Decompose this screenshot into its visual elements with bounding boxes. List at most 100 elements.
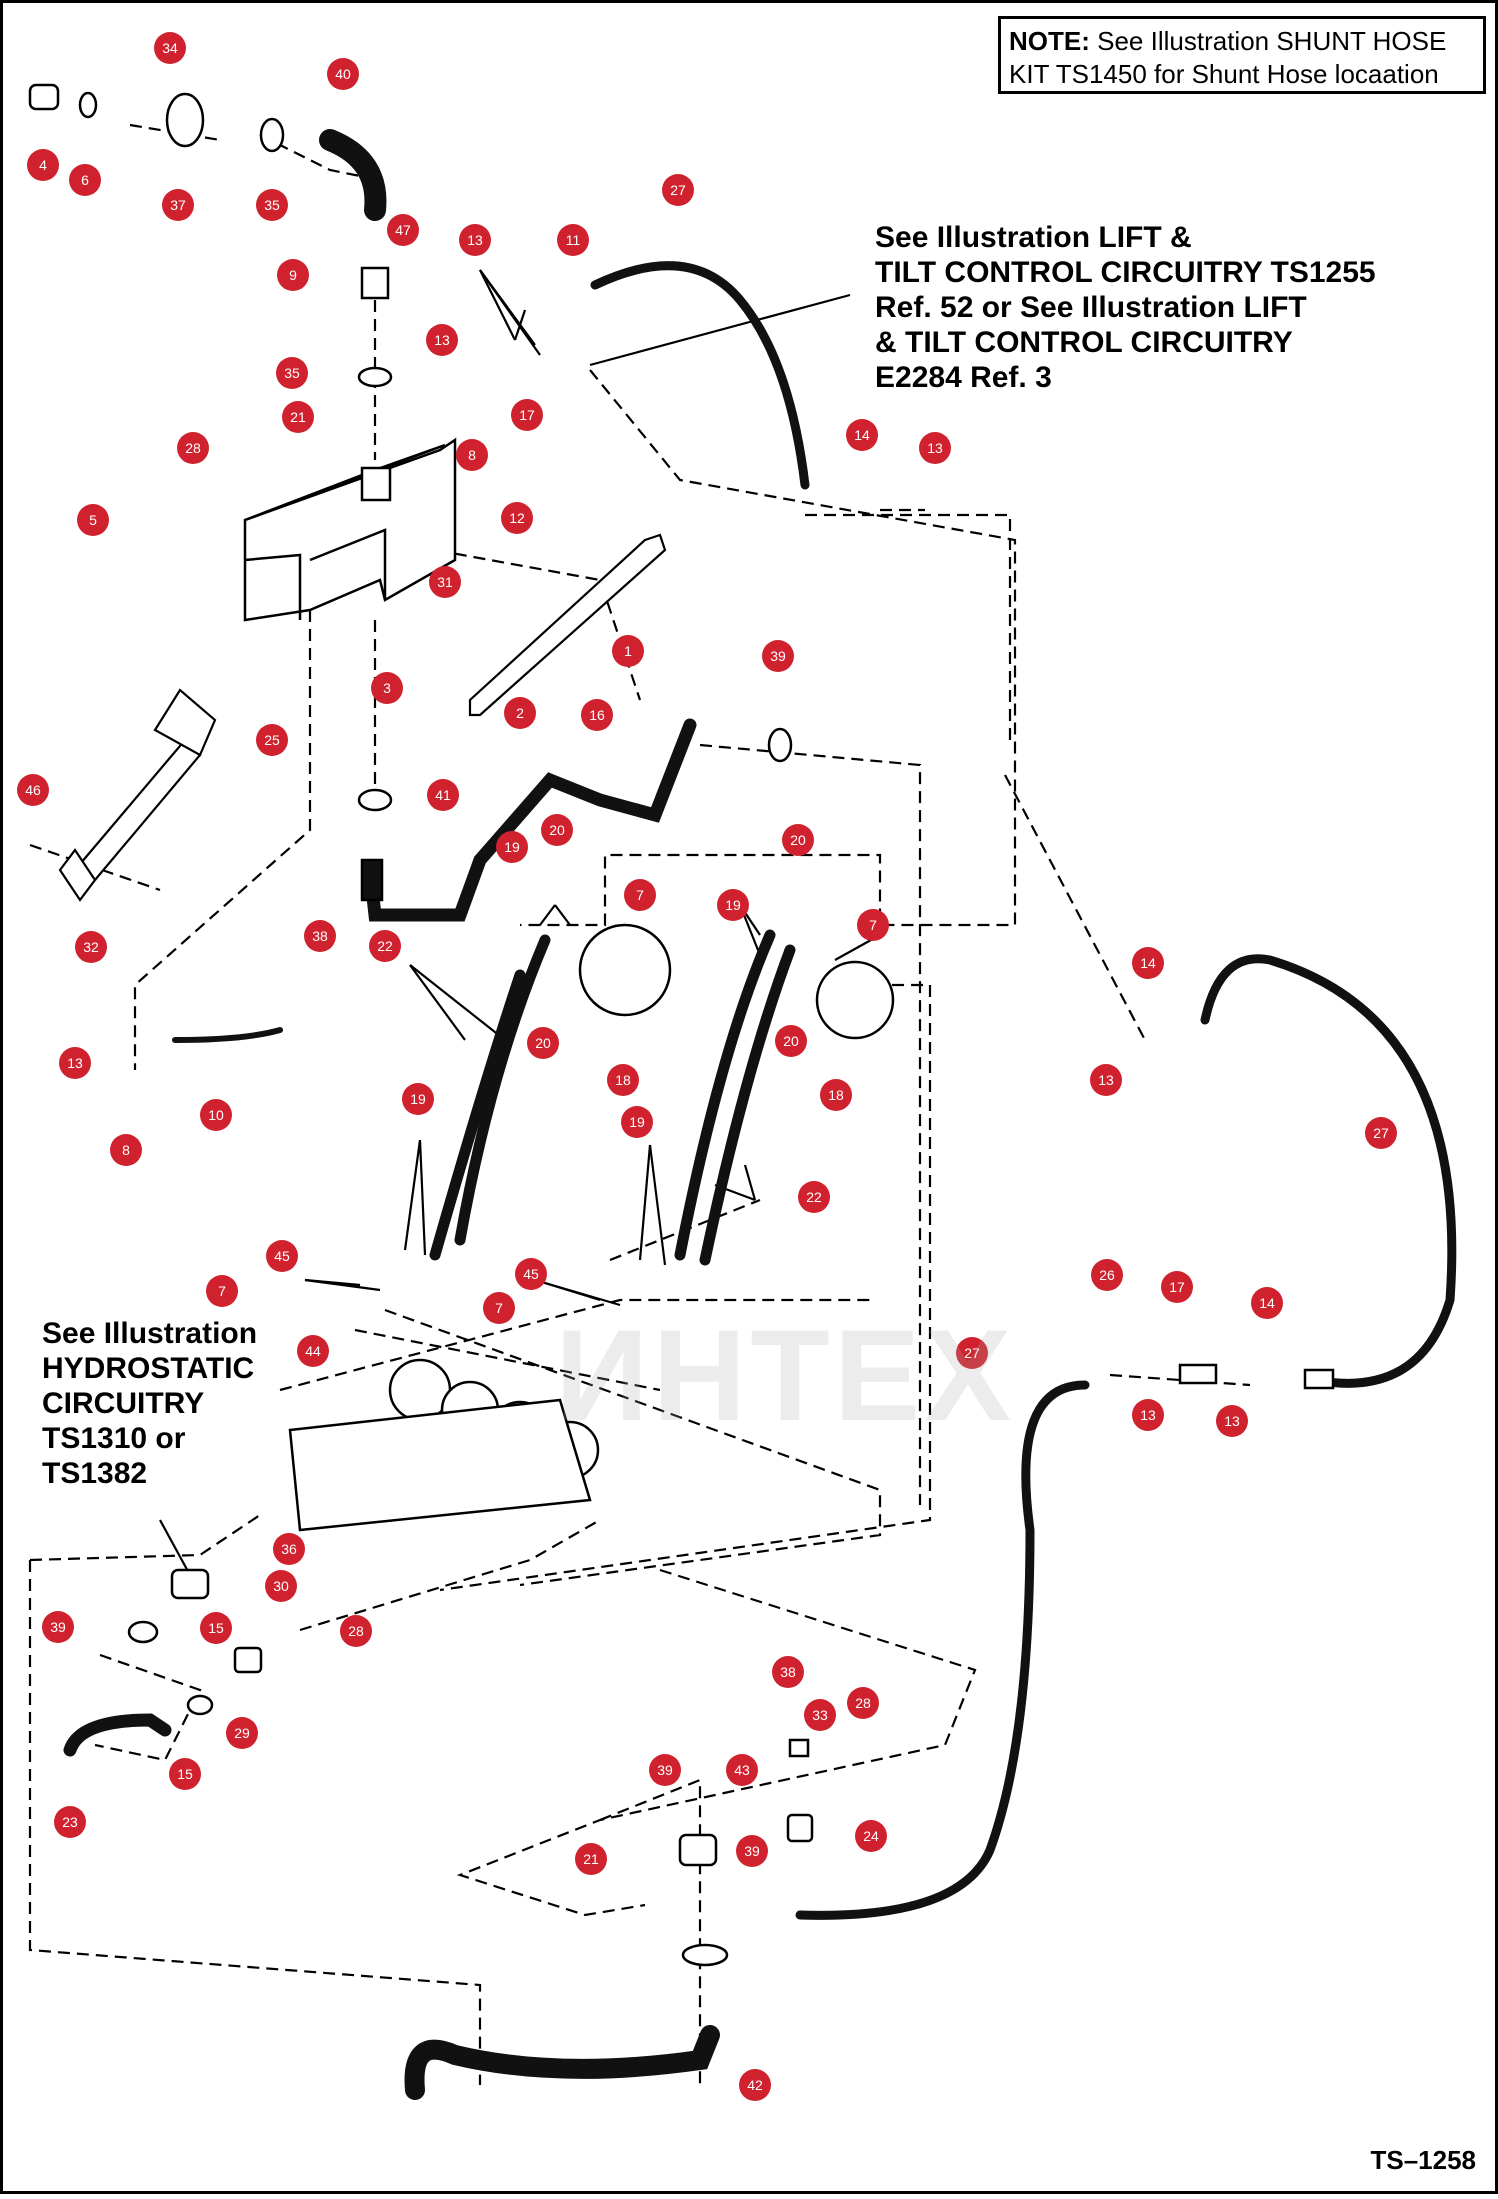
part-badge-16[interactable]: 16 bbox=[581, 699, 613, 731]
part-badge-19[interactable]: 19 bbox=[621, 1106, 653, 1138]
part-badge-21[interactable]: 21 bbox=[282, 401, 314, 433]
part-badge-35[interactable]: 35 bbox=[276, 357, 308, 389]
part-badge-17[interactable]: 17 bbox=[1161, 1271, 1193, 1303]
part-badge-11[interactable]: 11 bbox=[557, 224, 589, 256]
part-badge-14[interactable]: 14 bbox=[1132, 947, 1164, 979]
part-badge-13[interactable]: 13 bbox=[59, 1047, 91, 1079]
part-badge-31[interactable]: 31 bbox=[429, 566, 461, 598]
part-badge-number: 29 bbox=[234, 1725, 250, 1741]
part-badge-circle bbox=[369, 930, 401, 962]
part-badge-32[interactable]: 32 bbox=[75, 931, 107, 963]
hoses bbox=[63, 129, 1457, 2100]
part-badge-43[interactable]: 43 bbox=[726, 1754, 758, 1786]
part-badge-34[interactable]: 34 bbox=[154, 32, 186, 64]
part-badge-24[interactable]: 24 bbox=[855, 1820, 887, 1852]
part-badge-number: 19 bbox=[410, 1091, 426, 1107]
part-badge-circle bbox=[162, 189, 194, 221]
part-badge-number: 20 bbox=[783, 1033, 799, 1049]
part-badge-13[interactable]: 13 bbox=[426, 324, 458, 356]
part-badge-28[interactable]: 28 bbox=[847, 1687, 879, 1719]
part-badge-13[interactable]: 13 bbox=[1132, 1399, 1164, 1431]
part-badge-number: 9 bbox=[289, 267, 297, 283]
part-badge-35[interactable]: 35 bbox=[256, 189, 288, 221]
part-badge-19[interactable]: 19 bbox=[496, 831, 528, 863]
part-badge-1[interactable]: 1 bbox=[612, 635, 644, 667]
part-badge-33[interactable]: 33 bbox=[804, 1699, 836, 1731]
part-badge-28[interactable]: 28 bbox=[177, 432, 209, 464]
part-badge-number: 17 bbox=[519, 407, 535, 423]
part-badge-26[interactable]: 26 bbox=[1091, 1259, 1123, 1291]
part-badge-13[interactable]: 13 bbox=[459, 224, 491, 256]
part-badge-45[interactable]: 45 bbox=[266, 1240, 298, 1272]
part-badge-47[interactable]: 47 bbox=[387, 214, 419, 246]
part-badge-7[interactable]: 7 bbox=[857, 909, 889, 941]
part-badge-circle bbox=[77, 504, 109, 536]
part-badge-15[interactable]: 15 bbox=[169, 1758, 201, 1790]
part-badge-39[interactable]: 39 bbox=[649, 1754, 681, 1786]
part-badge-39[interactable]: 39 bbox=[762, 640, 794, 672]
part-badge-10[interactable]: 10 bbox=[200, 1099, 232, 1131]
part-badge-25[interactable]: 25 bbox=[256, 724, 288, 756]
part-badge-45[interactable]: 45 bbox=[515, 1258, 547, 1290]
part-badge-14[interactable]: 14 bbox=[1251, 1287, 1283, 1319]
part-badge-8[interactable]: 8 bbox=[110, 1134, 142, 1166]
part-badge-circle bbox=[782, 824, 814, 856]
part-badge-36[interactable]: 36 bbox=[273, 1533, 305, 1565]
part-badge-9[interactable]: 9 bbox=[277, 259, 309, 291]
part-badge-circle bbox=[266, 1240, 298, 1272]
part-badge-41[interactable]: 41 bbox=[427, 779, 459, 811]
part-badge-8[interactable]: 8 bbox=[456, 439, 488, 471]
part-badge-6[interactable]: 6 bbox=[69, 164, 101, 196]
part-badge-44[interactable]: 44 bbox=[297, 1335, 329, 1367]
part-badge-27[interactable]: 27 bbox=[1365, 1117, 1397, 1149]
part-badge-21[interactable]: 21 bbox=[575, 1843, 607, 1875]
part-badge-38[interactable]: 38 bbox=[304, 920, 336, 952]
part-badge-14[interactable]: 14 bbox=[846, 419, 878, 451]
part-badge-circle bbox=[1090, 1064, 1122, 1096]
part-badge-42[interactable]: 42 bbox=[739, 2069, 771, 2101]
part-badge-17[interactable]: 17 bbox=[511, 399, 543, 431]
part-badge-20[interactable]: 20 bbox=[782, 824, 814, 856]
part-badge-18[interactable]: 18 bbox=[607, 1064, 639, 1096]
part-badge-27[interactable]: 27 bbox=[956, 1337, 988, 1369]
part-badge-7[interactable]: 7 bbox=[483, 1292, 515, 1324]
part-badge-13[interactable]: 13 bbox=[1216, 1405, 1248, 1437]
part-badge-37[interactable]: 37 bbox=[162, 189, 194, 221]
bracket bbox=[58, 533, 667, 902]
part-badge-3[interactable]: 3 bbox=[371, 672, 403, 704]
part-badge-22[interactable]: 22 bbox=[369, 930, 401, 962]
part-badge-circle bbox=[371, 672, 403, 704]
part-badge-13[interactable]: 13 bbox=[1090, 1064, 1122, 1096]
part-badge-40[interactable]: 40 bbox=[327, 58, 359, 90]
part-badge-18[interactable]: 18 bbox=[820, 1079, 852, 1111]
part-badge-46[interactable]: 46 bbox=[17, 774, 49, 806]
part-badge-circle bbox=[1132, 947, 1164, 979]
part-badge-27[interactable]: 27 bbox=[662, 174, 694, 206]
part-badge-12[interactable]: 12 bbox=[501, 502, 533, 534]
part-badge-23[interactable]: 23 bbox=[54, 1806, 86, 1838]
part-badge-number: 1 bbox=[624, 643, 632, 659]
part-badge-circle bbox=[483, 1292, 515, 1324]
part-badge-39[interactable]: 39 bbox=[42, 1611, 74, 1643]
part-badge-22[interactable]: 22 bbox=[798, 1181, 830, 1213]
part-badge-28[interactable]: 28 bbox=[340, 1615, 372, 1647]
part-badge-5[interactable]: 5 bbox=[77, 504, 109, 536]
callout-hydrostatic: See Illustration HYDROSTATIC CIRCUITRY T… bbox=[42, 1316, 257, 1491]
part-badge-15[interactable]: 15 bbox=[200, 1612, 232, 1644]
part-badge-4[interactable]: 4 bbox=[27, 149, 59, 181]
part-badge-39[interactable]: 39 bbox=[736, 1835, 768, 1867]
callout-line: See Illustration bbox=[42, 1317, 258, 1350]
part-badge-circle bbox=[59, 1047, 91, 1079]
part-badge-7[interactable]: 7 bbox=[206, 1275, 238, 1307]
part-badge-2[interactable]: 2 bbox=[504, 697, 536, 729]
part-badge-7[interactable]: 7 bbox=[624, 879, 656, 911]
part-badge-20[interactable]: 20 bbox=[527, 1027, 559, 1059]
part-badge-30[interactable]: 30 bbox=[265, 1570, 297, 1602]
part-badge-20[interactable]: 20 bbox=[541, 814, 573, 846]
part-badge-38[interactable]: 38 bbox=[772, 1656, 804, 1688]
part-badge-19[interactable]: 19 bbox=[402, 1083, 434, 1115]
part-badge-29[interactable]: 29 bbox=[226, 1717, 258, 1749]
part-badge-13[interactable]: 13 bbox=[919, 432, 951, 464]
part-badge-20[interactable]: 20 bbox=[775, 1025, 807, 1057]
part-badge-19[interactable]: 19 bbox=[717, 889, 749, 921]
